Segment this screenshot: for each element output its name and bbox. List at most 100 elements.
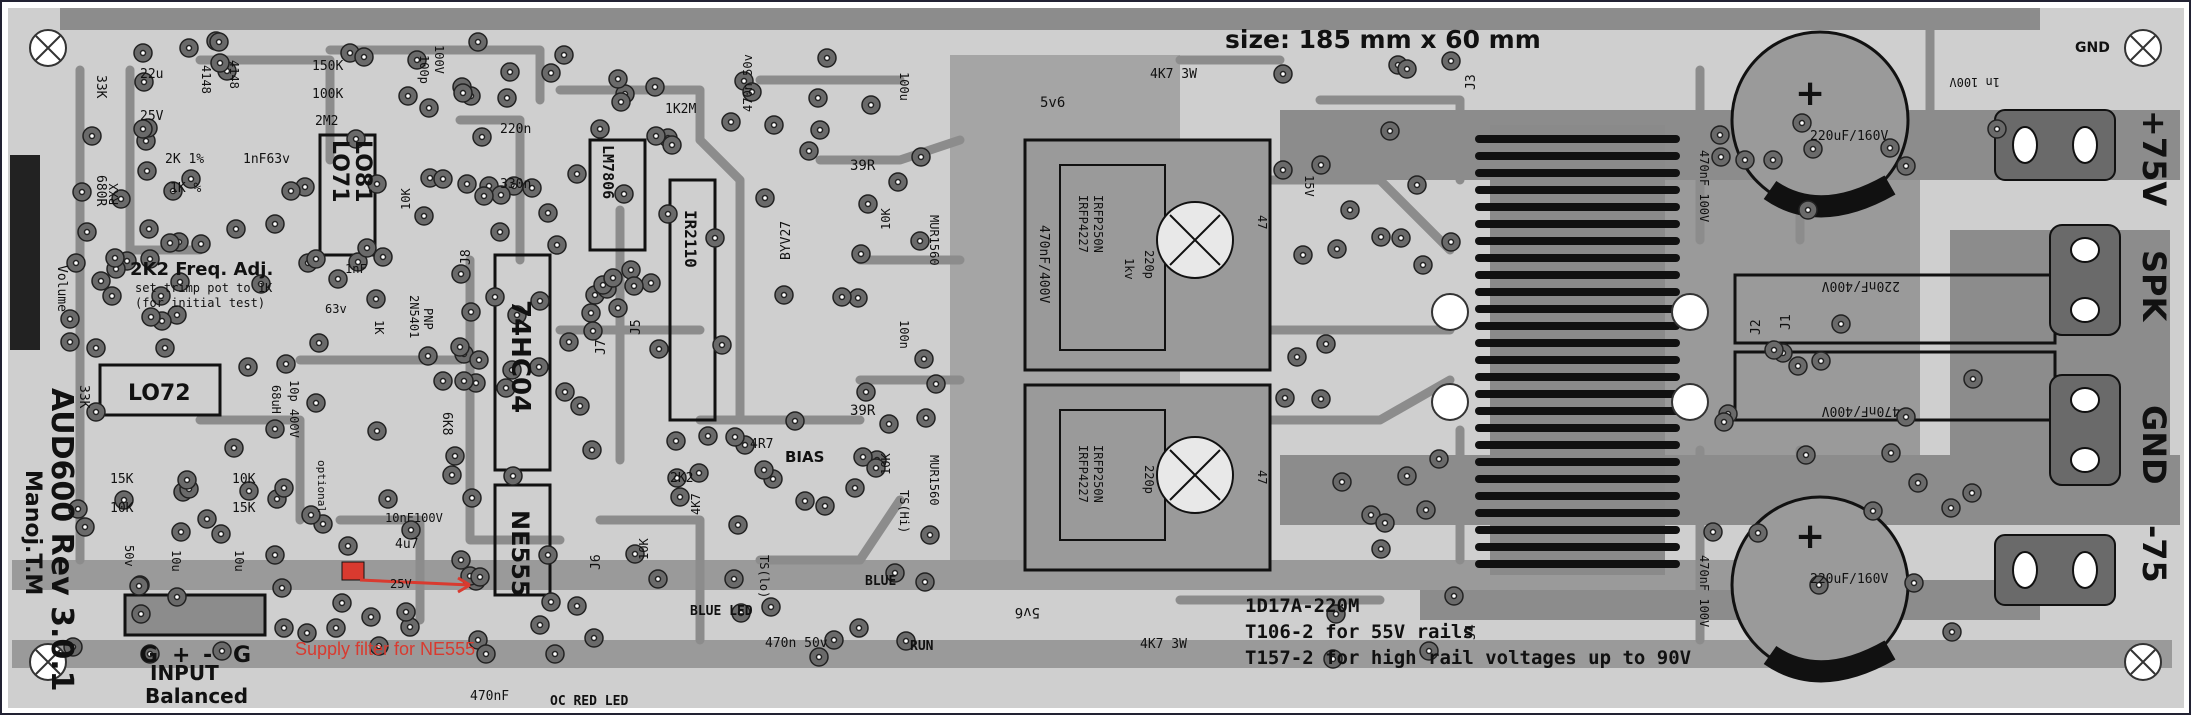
drill-hole [894,178,902,186]
c-1nf: 1nF [345,262,367,276]
drill-hole [718,341,726,349]
drill-hole [244,363,252,371]
c-50v: 50v [122,545,136,567]
run-label: RUN [910,639,934,654]
drill-hole [1377,233,1385,241]
drill-hole [627,266,635,274]
drill-hole [855,624,863,632]
drill-hole [854,294,862,302]
drill-hole [166,239,174,247]
input-sub: Balanced [145,684,248,708]
drill-hole [413,56,421,64]
drill-hole [1397,234,1405,242]
drill-hole [1403,65,1411,73]
drill-hole [780,291,788,299]
drill-hole [921,578,929,586]
r-15k-a: 15K [110,472,134,487]
drill-hole [502,384,510,392]
drill-hole [741,441,749,449]
c-470nf400v-mid: 470nF/400V [1036,225,1051,303]
freq-adj-note: 2K2 Freq. Adj. [130,259,273,280]
c-22u-voltage: 25V [140,109,164,124]
drill-hole [1968,489,1976,497]
drill-hole [673,474,681,482]
drill-hole [503,94,511,102]
c-470n50v-top: 470n 50v [741,54,755,112]
drill-hole [1969,375,1977,383]
ic-74hc04: 74HC04 [505,300,535,413]
drill-hole [137,610,145,618]
drill-hole [425,104,433,112]
drill-hole [111,254,119,262]
drill-hole [561,388,569,396]
drill-hole [801,497,809,505]
drill-hole [177,528,185,536]
c-22u: 22u [140,67,163,82]
drill-hole [384,495,392,503]
pad-field [60,31,2007,669]
ic-lo72: LO72 [128,381,191,406]
drill-hole [147,313,155,321]
drill-hole [1317,161,1325,169]
drill-hole [478,133,486,141]
rail-spk: SPK [2135,250,2173,323]
drill-hole [652,132,660,140]
drill-hole [332,624,340,632]
drill-hole [448,471,456,479]
drill-hole [88,132,96,140]
c-220nf400v: 220nF/400V [1822,278,1900,293]
drill-hole [506,68,514,76]
drill-hole [1769,156,1777,164]
drill-hole [1413,181,1421,189]
drill-hole [135,582,143,590]
drill-hole [474,38,482,46]
drill-hole [1293,353,1301,361]
drill-hole [508,366,516,374]
drill-hole [1425,647,1433,655]
drill-hole [145,225,153,233]
r-10k-gate-top: 10K [879,208,893,230]
drill-hole [78,188,86,196]
drill-hole [1804,206,1812,214]
mosfet-package-high [1023,138,1272,372]
drill-hole [573,170,581,178]
drill-hole [282,360,290,368]
gnd-label: GND [2075,40,2110,56]
drill-hole [120,496,128,504]
drill-hole [647,279,655,287]
drill-hole [1802,451,1810,459]
c-63v: 63v [325,302,347,316]
drill-hole [536,621,544,629]
drill-hole [173,311,181,319]
oc-red-led-label: OC RED LED [550,694,628,709]
jumper-j5: J5 [629,319,644,335]
drill-hole [123,257,131,265]
drill-hole [655,345,663,353]
drill-hole [480,192,488,200]
drill-hole [424,352,432,360]
heatsink-fin [1475,135,1680,143]
c-10u-b: 10u [232,550,246,572]
c-10p400v: 10p 400V [287,380,301,438]
trim-note: set trimp pot to 1K [135,281,273,295]
drill-hole [1279,166,1287,174]
drill-hole [1716,131,1724,139]
r-1k2m: 1K2M [665,102,696,117]
input-label: INPUT [150,661,219,685]
jumper-j7: J7 [594,339,609,355]
ic-lo71: LO71 [327,140,352,203]
r-1k-1pct: 1K % [170,181,201,196]
drill-hole [142,137,150,145]
drill-hole [344,542,352,550]
plus-mark: + [1795,516,1825,557]
drill-hole [1329,655,1337,663]
drill-hole [217,530,225,538]
drill-hole [1886,144,1894,152]
r-150k: 150K [312,59,343,74]
r-2k2: 2K2 [670,471,693,486]
drill-hole [1317,395,1325,403]
d-4148-a: 4148 [199,65,213,94]
drill-hole [439,377,447,385]
c-470n50v-bottom: 470n 50v [765,636,828,651]
